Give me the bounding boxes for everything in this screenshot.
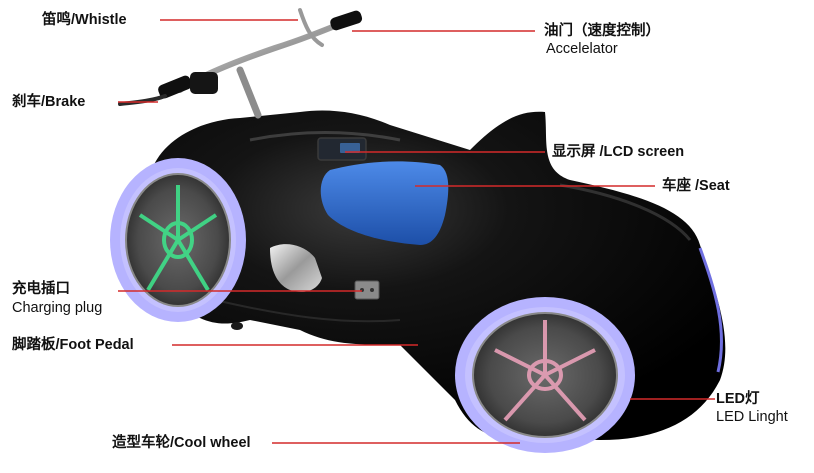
rear-wheel <box>455 297 635 453</box>
label-charging-cn: 充电插口 <box>12 281 70 297</box>
label-led-en: LED Linght <box>716 409 788 425</box>
label-charging-en: Charging plug <box>12 300 103 316</box>
body-led-strip <box>698 247 724 373</box>
label-wheel: 造型车轮/Cool wheel <box>112 435 251 451</box>
side-module <box>270 244 322 292</box>
seat-shape <box>320 161 449 245</box>
label-pedal: 脚踏板/Foot Pedal <box>12 337 134 353</box>
charging-port <box>354 280 380 300</box>
label-led-cn: LED灯 <box>716 391 760 407</box>
label-brake: 刹车/Brake <box>12 94 86 110</box>
label-whistle: 笛鸣/Whistle <box>42 12 127 28</box>
label-seat: 车座 /Seat <box>662 178 730 194</box>
label-lcd: 显示屏 /LCD screen <box>552 144 685 160</box>
label-accelerator-en: Accelelator <box>546 41 618 57</box>
front-wheel <box>110 158 246 322</box>
label-accelerator-cn: 油门（速度控制） <box>544 23 660 39</box>
leader-lines <box>118 19 715 444</box>
